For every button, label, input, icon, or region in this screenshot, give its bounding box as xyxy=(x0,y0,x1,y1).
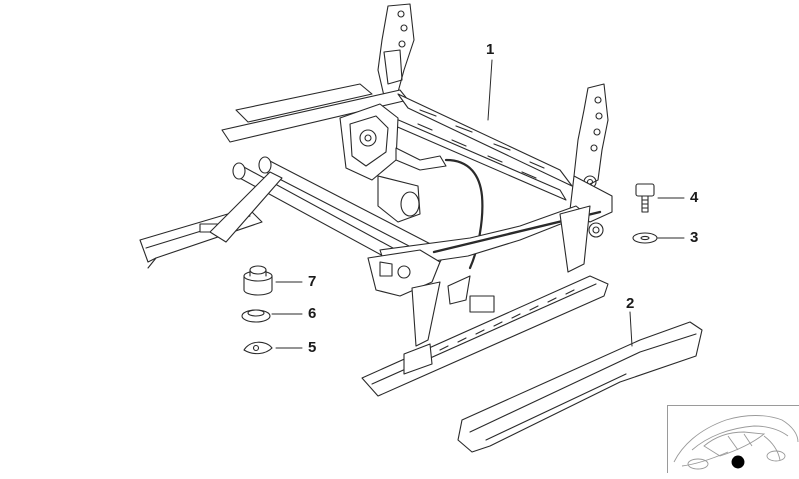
leader-1 xyxy=(487,59,493,121)
trim-cover-part xyxy=(457,321,703,453)
grommet-part xyxy=(241,309,271,323)
callout-6: 6 xyxy=(308,305,317,322)
callout-1: 1 xyxy=(486,41,495,58)
callout-5: 5 xyxy=(308,339,317,356)
washer-part xyxy=(632,232,658,244)
car-outline-icon xyxy=(673,415,799,470)
vehicle-location-thumbnail xyxy=(667,405,799,473)
callout-3: 3 xyxy=(690,229,699,246)
callout-2: 2 xyxy=(626,295,635,312)
callout-4: 4 xyxy=(690,189,699,206)
location-marker-icon xyxy=(731,455,745,469)
seat-frame xyxy=(139,3,613,397)
leader-2 xyxy=(629,311,633,347)
bolt-part xyxy=(635,183,655,213)
callout-7: 7 xyxy=(308,273,317,290)
cap-part xyxy=(243,265,273,296)
clip-part xyxy=(243,341,273,355)
leader-lines xyxy=(271,59,685,349)
